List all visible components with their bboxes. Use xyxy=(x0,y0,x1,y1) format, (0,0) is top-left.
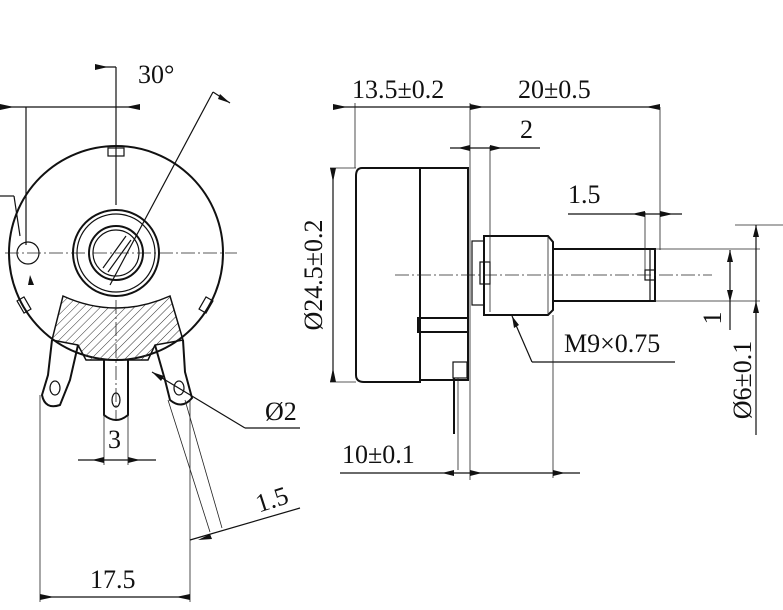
terminal-pin-head xyxy=(452,361,468,379)
body-cover xyxy=(420,167,469,381)
slot-width-label: 1.5 xyxy=(568,180,601,209)
shaft-length-label: 20±0.5 xyxy=(518,75,591,104)
terminal-hole-label: Ø2 xyxy=(265,397,297,426)
terminal-pitch-label: 3 xyxy=(108,425,121,454)
slot-depth-label: 1 xyxy=(698,312,727,325)
terminal-right xyxy=(154,339,194,406)
side-view: 13.5±0.2 20±0.5 2 1.5 Ø24.5±0.2 M9×0.75 … xyxy=(299,75,783,480)
body-depth-label: 13.5±0.2 xyxy=(352,75,444,104)
threaded-bushing xyxy=(483,235,554,316)
front-view: 30° 3 17.5 1.5 Ø2 xyxy=(0,60,301,602)
pin-offset-label: 10±0.1 xyxy=(342,440,415,469)
thread-label: M9×0.75 xyxy=(564,329,660,358)
angle-label: 30° xyxy=(138,60,174,89)
body-diameter-label: Ø24.5±0.2 xyxy=(299,219,328,330)
terminal-left xyxy=(40,339,79,408)
shaft-diameter-label: Ø6±0.1 xyxy=(728,341,757,420)
overall-width-label: 17.5 xyxy=(90,565,136,594)
bushing-offset-label: 2 xyxy=(520,115,533,144)
mounting-bracket xyxy=(51,294,184,361)
body-case xyxy=(355,167,421,383)
